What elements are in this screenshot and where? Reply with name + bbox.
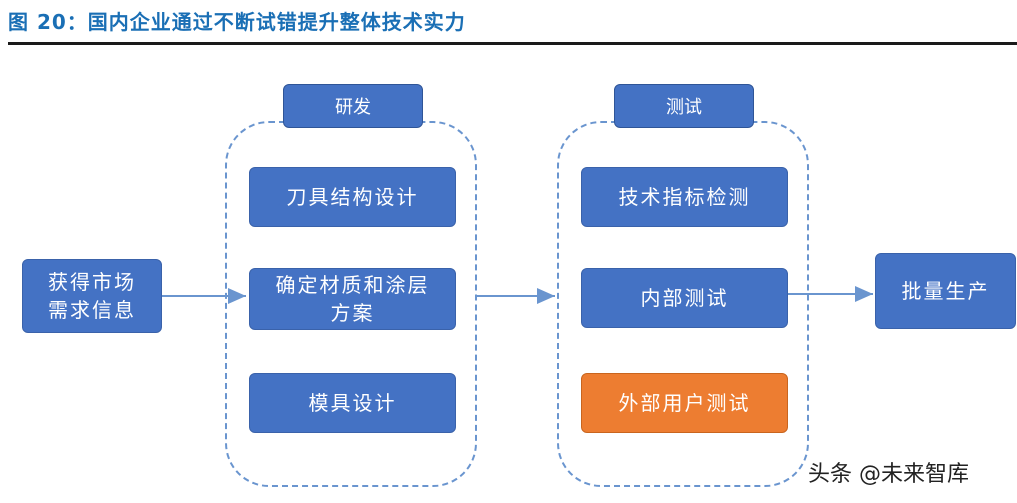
node-market-demand: 获得市场 需求信息 [22, 259, 162, 333]
node-mass-production: 批量生产 [875, 253, 1016, 329]
rd-item-material-coating: 确定材质和涂层 方案 [249, 268, 456, 330]
figure-title: 图 20：国内企业通过不断试错提升整体技术实力 [8, 10, 466, 34]
test-item-spec-inspection: 技术指标检测 [581, 167, 788, 227]
rd-item-tool-structure: 刀具结构设计 [249, 167, 456, 227]
group-test-label: 测试 [614, 84, 754, 128]
test-item-internal-test: 内部测试 [581, 268, 788, 328]
watermark-text: 头条 @未来智库 [808, 462, 969, 487]
test-item-external-user-test: 外部用户测试 [581, 373, 788, 433]
title-divider [8, 42, 1017, 45]
rd-item-mold-design: 模具设计 [249, 373, 456, 433]
group-rd-label: 研发 [283, 84, 423, 128]
